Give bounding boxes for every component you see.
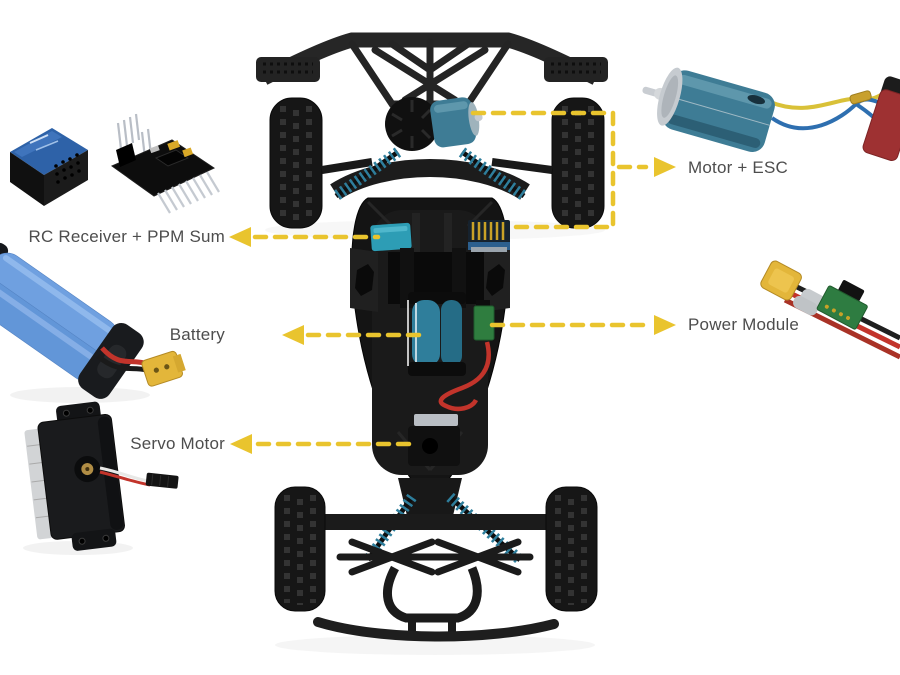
label-battery: Battery [169,325,225,344]
power-module-image [760,260,900,360]
internal-pin-board [468,220,510,252]
internal-power-module [473,300,495,341]
rc-receiver-arrow [229,227,251,247]
front-wheel-left [274,486,326,612]
motor-esc-arrow [654,157,676,177]
motor-esc-line [470,110,616,230]
battery-image [0,242,186,399]
power-module-arrow [654,315,676,335]
label-motor-esc: Motor + ESC [688,158,788,177]
rear-wing [256,32,608,108]
callout-lines [252,110,649,447]
internal-servo [408,414,460,466]
label-power-module: Power Module [688,315,800,334]
internal-battery [407,292,466,376]
battery-arrow [282,325,304,345]
servo-arrow [230,434,252,454]
front-wheel-right [545,486,598,612]
rear-wheel-right [551,97,605,229]
label-servo-motor: Servo Motor [130,434,225,453]
rc-car-image [256,32,608,642]
servo-motor-image [24,401,179,551]
rc-receiver-image [10,128,88,206]
callout-arrowheads [229,157,676,454]
internal-esc [370,222,412,252]
chassis-internals [370,213,510,466]
car-motor [430,97,483,148]
rear-drivetrain [321,97,553,201]
rear-wheel-left [269,97,323,229]
front-end [313,478,559,642]
label-rc-receiver: RC Receiver + PPM Sum [28,227,225,246]
ppm-sum-board-image [110,113,220,214]
motor-esc-image [642,67,900,162]
